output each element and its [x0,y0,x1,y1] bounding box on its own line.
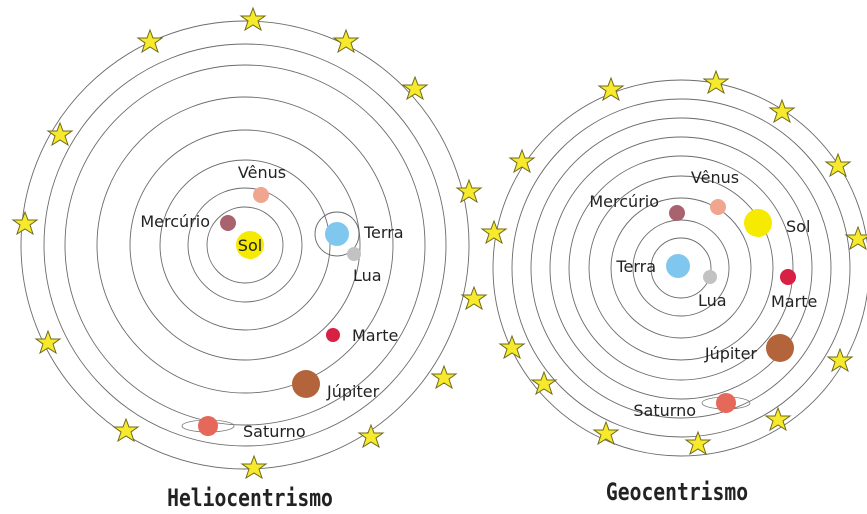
sun-label: Sol [786,217,810,236]
star-icon [136,28,164,54]
sun-label: Sol [238,236,262,255]
star-icon [11,210,39,236]
earth-label: Terra [615,257,656,276]
heliocentric-model: Sol Vênus Mercúrio Terra Lua Marte Júpit… [11,6,488,513]
jupiter-dot [766,334,794,362]
star-icon [530,370,558,396]
star-icon [592,420,620,446]
star-icon [460,285,488,311]
star-icon [430,364,458,390]
star-icon [498,334,526,360]
venus-label: Vênus [691,168,739,187]
star-icon [684,430,712,456]
geocentric-title: Geocentrismo [606,479,748,506]
star-icon [240,454,268,480]
star-icon [401,75,429,101]
mercury-dot [220,215,236,231]
star-icon [34,329,62,355]
geocentric-model: Terra Lua Mercúrio Vênus Sol Marte Júpit… [480,69,867,507]
mars-dot [326,328,340,342]
star-icon [357,423,385,449]
moon-dot [347,247,361,261]
sun-dot [744,209,772,237]
star-icon [239,6,267,32]
star-icon [826,347,854,373]
mars-dot [780,269,796,285]
moon-label: Lua [698,291,727,310]
moon-dot [703,270,717,284]
mercury-label: Mercúrio [140,212,210,231]
star-icon [112,417,140,443]
earth-label: Terra [363,223,404,242]
star-icon [768,98,796,124]
mars-label: Marte [771,292,817,311]
heliocentric-stars [11,6,488,480]
star-icon [702,69,730,95]
venus-dot [253,187,269,203]
star-icon [332,28,360,54]
saturn-label: Saturno [243,422,306,441]
geocentric-stars [480,69,867,456]
mars-label: Marte [352,326,398,345]
heliocentric-title: Heliocentrismo [167,485,333,512]
saturn-dot [198,416,218,436]
venus-label: Vênus [238,163,286,182]
venus-dot [710,199,726,215]
jupiter-dot [292,370,320,398]
jupiter-label: Júpiter [704,344,758,363]
saturn-dot [716,393,736,413]
earth-dot [325,222,349,246]
earth-dot [666,254,690,278]
star-icon [508,148,536,174]
star-icon [764,406,792,432]
star-icon [824,152,852,178]
mercury-label: Mercúrio [589,192,659,211]
heliocentric-orbits [20,20,470,470]
mercury-dot [669,205,685,221]
moon-label: Lua [353,266,382,285]
star-icon [455,178,483,204]
star-icon [597,76,625,102]
star-icon [844,225,867,251]
saturn-label: Saturno [633,401,696,420]
star-icon [46,121,74,147]
jupiter-label: Júpiter [326,382,380,401]
sun-dot [236,231,264,259]
geocentric-orbits [492,79,867,457]
star-icon [480,219,508,245]
